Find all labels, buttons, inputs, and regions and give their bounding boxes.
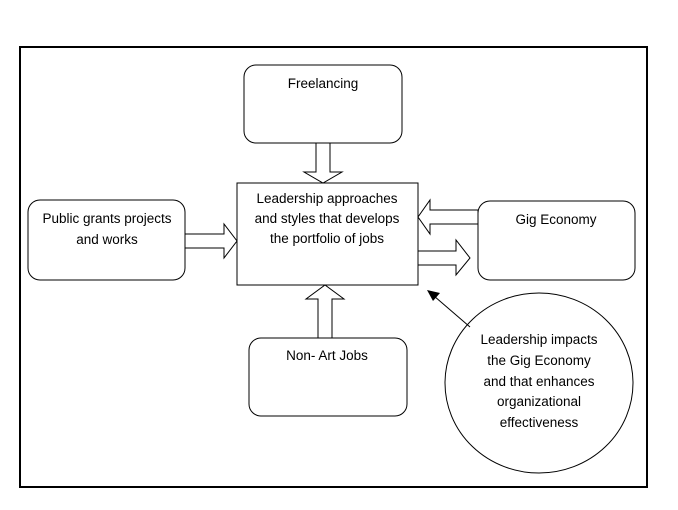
- arrow-center-to-gig-economy: [417, 238, 471, 277]
- gig-economy-label: Gig Economy: [515, 212, 596, 227]
- callout-line-4: organizational: [497, 394, 581, 409]
- arrow-callout-to-center: [427, 290, 471, 328]
- arrow-freelancing-to-center: [302, 142, 344, 184]
- center-box: Leadership approaches and styles that de…: [236, 182, 419, 286]
- callout-line-3: and that enhances: [483, 374, 594, 389]
- callout-ellipse: Leadership impacts the Gig Economy and t…: [444, 292, 634, 474]
- arrow-gig-economy-to-center: [417, 198, 479, 236]
- public-grants-line-1: Public grants projects: [42, 211, 171, 226]
- arrow-non-art-jobs-to-center: [304, 284, 346, 339]
- center-line-3: the portfolio of jobs: [270, 231, 384, 246]
- public-grants-box: Public grants projects and works: [27, 199, 186, 281]
- callout-line-1: Leadership impacts: [480, 332, 597, 347]
- arrow-public-grants-to-center: [184, 222, 238, 260]
- public-grants-line-2: and works: [76, 232, 138, 247]
- freelancing-box: Freelancing: [243, 64, 403, 144]
- gig-economy-box: Gig Economy: [477, 200, 636, 281]
- center-line-2: and styles that develops: [255, 211, 400, 226]
- freelancing-label: Freelancing: [288, 76, 359, 91]
- non-art-jobs-box: Non- Art Jobs: [248, 337, 408, 417]
- callout-line-5: effectiveness: [500, 415, 579, 430]
- callout-line-2: the Gig Economy: [487, 353, 591, 368]
- non-art-jobs-label: Non- Art Jobs: [286, 348, 368, 363]
- center-line-1: Leadership approaches: [256, 191, 397, 206]
